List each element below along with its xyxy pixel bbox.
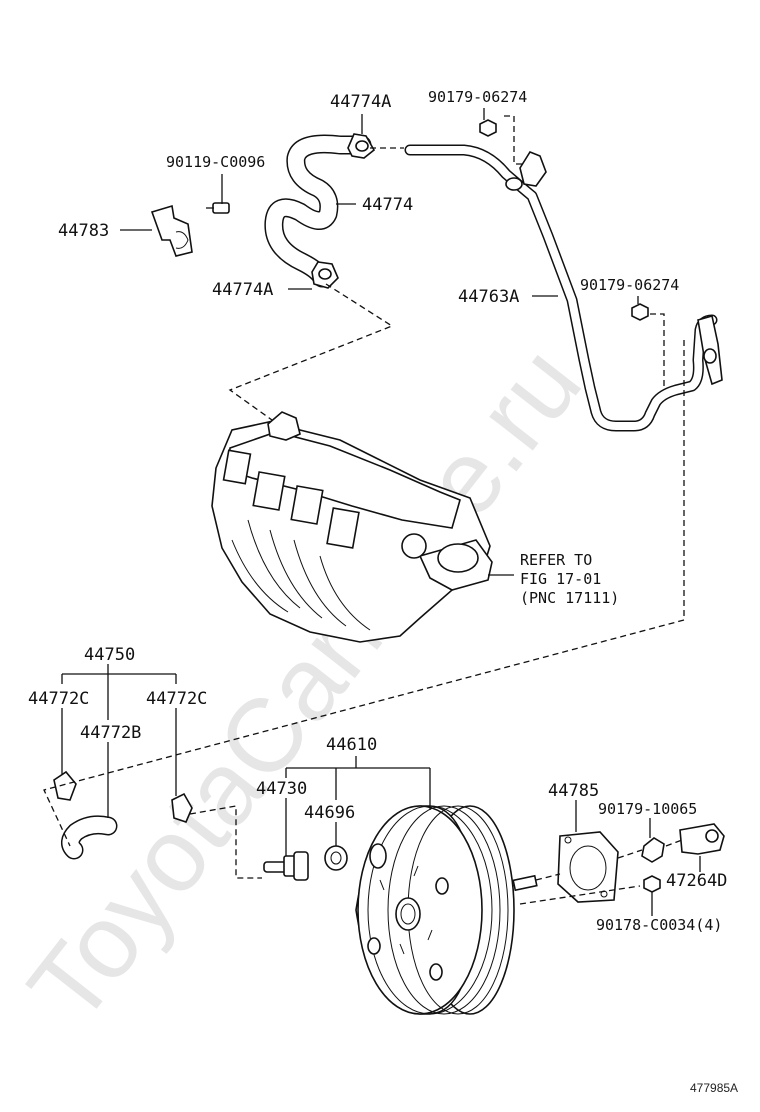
label-90179-06274-right: 90179-06274 (580, 276, 679, 294)
label-44610: 44610 (326, 735, 377, 755)
clamp-44774a-bottom (311, 261, 339, 289)
pipe-44763a (404, 144, 723, 432)
label-44763a: 44763A (458, 287, 519, 307)
clevis-47264d (679, 823, 725, 855)
hose-44774 (264, 134, 372, 288)
label-44696: 44696 (304, 803, 355, 823)
gasket-44785 (557, 831, 619, 903)
label-90179-10065: 90179-10065 (598, 800, 697, 818)
clamp-44774a-top (347, 133, 376, 159)
bracket-44783 (150, 202, 230, 257)
reference-line3: (PNC 17111) (520, 589, 619, 607)
label-90178-c0034: 90178-C0034(4) (596, 916, 722, 934)
label-44772b: 44772B (80, 723, 141, 743)
nut-90179-06274-right (631, 303, 649, 321)
label-44772c-left: 44772C (28, 689, 89, 709)
clamp-44772c-right (171, 792, 193, 823)
check-valve-44730 (263, 851, 309, 881)
label-44774a-top: 44774A (330, 92, 391, 112)
label-44772c-right: 44772C (146, 689, 207, 709)
dashed-connection-lines (43, 115, 685, 905)
label-44785: 44785 (548, 781, 599, 801)
label-44730: 44730 (256, 779, 307, 799)
label-44783: 44783 (58, 221, 109, 241)
reference-line2: FIG 17-01 (520, 570, 601, 588)
reference-line1: REFER TO (520, 551, 592, 569)
intake-manifold (211, 411, 493, 643)
label-47264d: 47264D (666, 871, 727, 891)
hose-44772b (61, 815, 118, 860)
label-44750: 44750 (84, 645, 135, 665)
nut-90178-c0034 (643, 875, 661, 893)
nut-90179-06274-top (479, 119, 497, 137)
label-44774: 44774 (362, 195, 413, 215)
drawing-number: 477985A (690, 1081, 738, 1095)
label-44774a-bottom: 44774A (212, 280, 273, 300)
leader-lines (61, 108, 701, 916)
clamp-44772c-left (53, 770, 77, 801)
nut-90179-10065 (641, 837, 665, 863)
brake-booster-44610 (355, 805, 538, 1015)
label-90179-06274-top: 90179-06274 (428, 88, 527, 106)
label-90119-c0096: 90119-C0096 (166, 153, 265, 171)
grommet-44696 (324, 845, 348, 871)
